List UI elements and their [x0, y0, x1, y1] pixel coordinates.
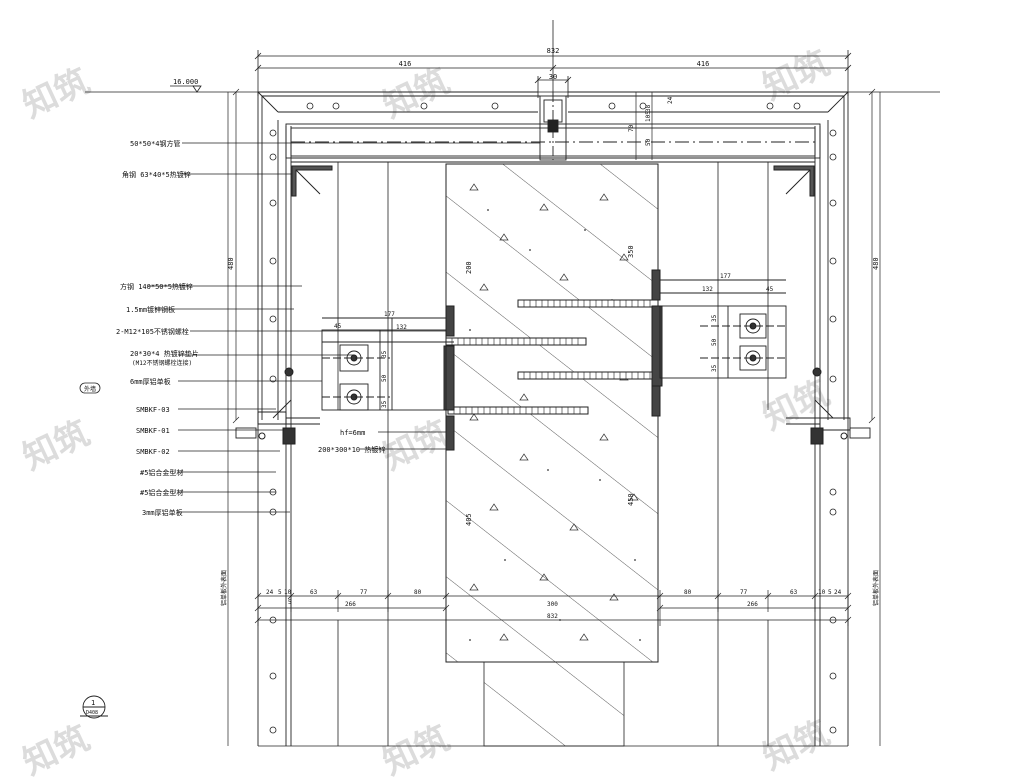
watermark-text: 知筑	[17, 413, 96, 478]
callout-smbkf-03: SMBKF-03	[136, 406, 170, 414]
callout-smbkf-01: SMBKF-01	[136, 427, 170, 435]
embed-plates	[443, 269, 663, 451]
bottom-dim-r5: 5	[828, 589, 832, 596]
bottom-dim-l5a: 5	[278, 589, 282, 596]
right-plate-dim-177: 177	[720, 273, 731, 280]
column-dim-200: 200	[465, 261, 473, 274]
side-tag-label: 外墙	[84, 385, 96, 393]
left-bracket	[321, 317, 454, 411]
callout-alu-profile-b: #5铝合金型材	[140, 488, 183, 497]
bottom-dim-r63: 63	[790, 589, 798, 596]
detail-ref-sheet: D408	[86, 710, 98, 716]
bottom-dim-center: 300	[547, 601, 558, 608]
joint-details	[235, 399, 871, 439]
dim-center-gap: 30	[549, 73, 557, 81]
callout-angle-steel: 角钢 63*40*5热镀锌	[122, 170, 191, 179]
callout-alu-panel-6mm: 6mm厚铝单板	[130, 377, 171, 386]
column-dim-350: 350	[627, 245, 635, 258]
bottom-dim-l80: 80	[414, 589, 422, 596]
stack-dim-50: 50	[645, 138, 652, 146]
concrete-aggregate	[469, 183, 639, 641]
detail-reference	[80, 695, 108, 719]
bottom-dimensions	[254, 590, 852, 626]
top-dimensions	[254, 20, 852, 98]
right-stack-dims	[635, 92, 653, 160]
column-dim-405: 405	[465, 513, 473, 526]
right-plate-dim-132: 132	[702, 286, 713, 293]
left-callout-leaders	[148, 142, 540, 513]
left-plate-dim-45: 45	[334, 323, 342, 330]
watermark-text: 知筑	[377, 413, 456, 478]
lower-section	[258, 620, 848, 747]
right-bracket	[659, 279, 787, 379]
bottom-dim-266-left: 266	[345, 601, 356, 608]
right-plate-dim-35b: 35	[711, 364, 718, 372]
left-plate-dim-35a: 35	[381, 350, 388, 358]
callout-washer: 20*30*4 热镀锌垫片	[130, 349, 199, 358]
side-tag	[79, 382, 101, 394]
dim-overall-top: 832	[547, 47, 560, 55]
side-steel-members	[337, 162, 769, 746]
bottom-dim-l5b: 5	[288, 599, 292, 606]
left-vertical-dim: 480	[227, 257, 235, 270]
right-vertical-dim: 480	[872, 257, 880, 270]
callout-square-tube: 50*50*4钢方管	[130, 139, 181, 148]
bottom-dim-l24: 24	[266, 589, 274, 596]
gasket-fills	[258, 367, 848, 445]
left-plate-dim-35b: 35	[381, 400, 388, 408]
watermark-text: 知筑	[17, 718, 96, 780]
bottom-dim-r80: 80	[684, 589, 692, 596]
column-dim-450: 450	[627, 493, 635, 506]
bottom-dim-266-right: 266	[747, 601, 758, 608]
right-side-note: 铝单板外表面	[872, 570, 880, 606]
dim-left-half: 416	[399, 60, 412, 68]
detail-ref-number: 1	[91, 699, 95, 707]
stack-dim-24: 24	[667, 96, 674, 104]
right-plate-dim-50: 50	[711, 338, 718, 346]
anchor-bar-ribs	[451, 300, 651, 414]
callout-alu-profile-a: #5铝合金型材	[140, 468, 183, 477]
side-fasteners	[269, 199, 837, 734]
callout-smbkf-02: SMBKF-02	[136, 448, 170, 456]
right-plate-dim-35a: 35	[711, 314, 718, 322]
concrete-dots	[469, 209, 641, 641]
left-plate-dim-177: 177	[384, 311, 395, 318]
bottom-dim-r10: 10	[818, 589, 826, 596]
stack-dim-105: 105	[645, 111, 652, 122]
watermark-text: 知筑	[17, 61, 96, 126]
watermark-text: 知筑	[377, 61, 456, 126]
callout-square-steel: 方钢 140*50*5热镀锌	[120, 282, 193, 291]
top-fasteners	[269, 102, 837, 161]
watermark-text: 知筑	[757, 43, 836, 108]
right-plate-dim-45: 45	[766, 286, 774, 293]
watermark-text: 知筑	[757, 373, 836, 438]
dim-right-half: 416	[697, 60, 710, 68]
callout-alu-panel-3mm: 3mm厚铝单板	[142, 508, 183, 517]
bottom-dim-l10: 10	[284, 589, 292, 596]
left-side-note: 铝单板外表面	[220, 570, 228, 606]
level-mark-label: 16.000	[173, 78, 198, 86]
bottom-dim-total: 832	[547, 613, 558, 620]
bottom-dim-l77: 77	[360, 589, 368, 596]
vertical-dims	[227, 88, 881, 746]
callout-washer-note: (M12不锈钢螺栓连接)	[132, 359, 192, 367]
embed-plate-label: 200*300*10 热镀锌	[318, 445, 385, 454]
callout-galv-sheet: 1.5mm镀锌钢板	[126, 305, 175, 314]
left-plate-dim-132: 132	[396, 324, 407, 331]
bottom-dim-r24: 24	[834, 589, 842, 596]
weld-label: hf=6mm	[340, 429, 365, 437]
stack-dim-38: 38	[645, 104, 652, 112]
left-plate-dim-50: 50	[381, 374, 388, 382]
bottom-dim-r77: 77	[740, 589, 748, 596]
corner-angles	[291, 165, 815, 197]
watermark-text: 知筑	[377, 718, 456, 780]
callout-bolts: 2-M12*105不锈钢螺栓	[116, 327, 189, 336]
bottom-dim-l63: 63	[310, 589, 318, 596]
